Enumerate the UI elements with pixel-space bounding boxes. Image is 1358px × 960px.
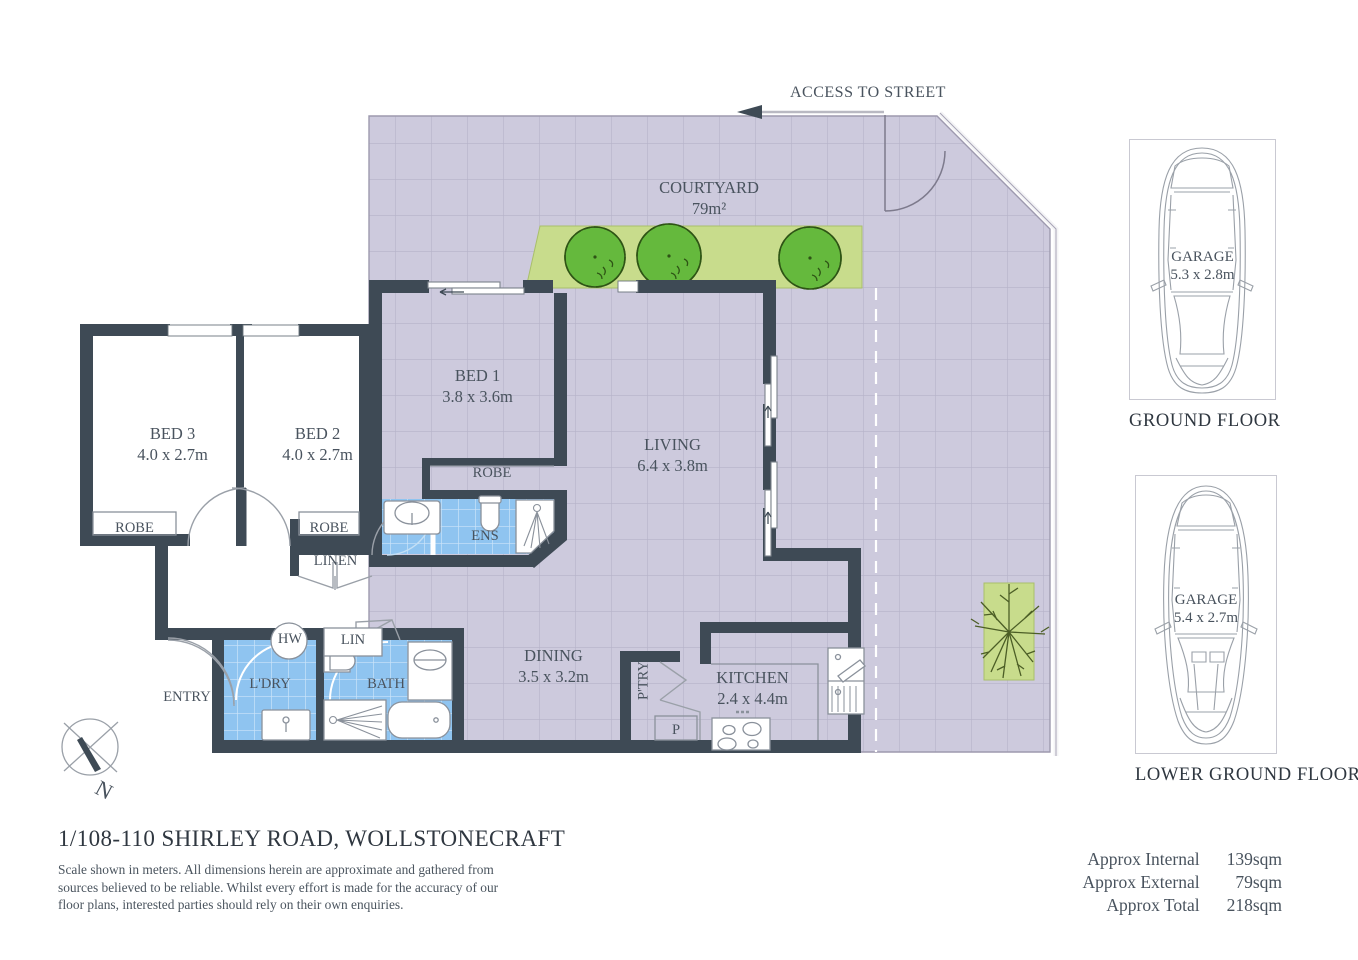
area-summary: Approx Internal 139sqm Approx External 7… (1083, 848, 1283, 917)
living-name: LIVING (644, 435, 701, 454)
room-label-dining: DINING 3.5 x 3.2m (481, 645, 626, 687)
label-robe-bed2: ROBE (309, 520, 349, 536)
ground-floor-frame: GARAGE 5.3 x 2.8m (1129, 139, 1276, 400)
ground-garage-dimensions: 5.3 x 2.8m (1170, 267, 1235, 283)
car-top-view-ground (1150, 147, 1254, 394)
dining-dimensions: 3.5 x 3.2m (518, 667, 589, 686)
room-label-kitchen: KITCHEN 2.4 x 4.4m (680, 667, 825, 709)
lower-ground-floor-frame: GARAGE 5.4 x 2.7m (1135, 475, 1277, 754)
title-block: 1/108-110 SHIRLEY ROAD, WOLLSTONECRAFT S… (58, 826, 678, 914)
courtyard-gate-arc (884, 115, 946, 212)
planter-bed-tree (970, 582, 1050, 681)
label-ldry: L'DRY (249, 676, 291, 692)
room-label-living: LIVING 6.4 x 3.8m (600, 434, 745, 476)
area-label-internal: Approx Internal (1087, 849, 1200, 869)
area-label-total: Approx Total (1106, 895, 1200, 915)
area-value-external: 79sqm (1235, 872, 1282, 892)
bed3-dimensions: 4.0 x 2.7m (137, 445, 208, 464)
room-label-courtyard: COURTYARD 79m² (644, 177, 774, 219)
kitchen-name: KITCHEN (716, 668, 789, 687)
compass-rose (61, 718, 119, 776)
lower-ground-floor-garage-label: GARAGE 5.4 x 2.7m (1136, 591, 1276, 627)
disclaimer-text: Scale shown in meters. All dimensions he… (58, 862, 499, 912)
car-top-view-lower (1154, 485, 1258, 745)
label-access-to-street: ACCESS TO STREET (790, 84, 946, 101)
access-arrow (737, 105, 884, 119)
bed1-name: BED 1 (454, 366, 501, 385)
label-pantry: P'TRY (635, 661, 652, 700)
living-dimensions: 6.4 x 3.8m (637, 456, 708, 475)
bed2-name: BED 2 (294, 424, 341, 443)
label-hw: HW (277, 631, 303, 647)
label-p-cupboard: P (671, 722, 681, 738)
area-row-internal: Approx Internal 139sqm (1083, 848, 1282, 871)
lower-ground-floor-caption: LOWER GROUND FLOOR (1135, 765, 1358, 785)
courtyard-dimensions: 79m² (691, 199, 727, 218)
bed1-dimensions: 3.8 x 3.6m (442, 387, 513, 406)
panel-ground-floor: GARAGE 5.3 x 2.8m GROUND FLOOR (1129, 139, 1281, 432)
bed2-dimensions: 4.0 x 2.7m (282, 445, 353, 464)
label-linen: LINEN (313, 553, 358, 569)
panel-lower-ground-floor: GARAGE 5.4 x 2.7m LOWER GROUND FLOOR (1135, 475, 1358, 786)
room-label-bed1: BED 1 3.8 x 3.6m (405, 365, 550, 407)
lower-garage-dimensions: 5.4 x 2.7m (1173, 610, 1239, 626)
area-value-internal: 139sqm (1226, 849, 1282, 869)
label-lin: LIN (340, 632, 366, 648)
area-row-total: Approx Total 218sqm (1083, 894, 1282, 917)
area-row-external: Approx External 79sqm (1083, 871, 1283, 894)
ground-floor-caption: GROUND FLOOR (1129, 411, 1281, 431)
page-title: 1/108-110 SHIRLEY ROAD, WOLLSTONECRAFT (58, 826, 566, 851)
ground-garage-name: GARAGE (1171, 249, 1234, 265)
label-entry: ENTRY (163, 689, 211, 705)
label-bath: BATH (367, 676, 405, 692)
fixtures (92, 465, 866, 751)
label-robe-bed3: ROBE (115, 520, 154, 536)
kitchen-dimensions: 2.4 x 4.4m (717, 689, 788, 708)
ground-floor-garage-label: GARAGE 5.3 x 2.8m (1130, 248, 1275, 284)
room-label-bed2: BED 2 4.0 x 2.7m (245, 423, 390, 465)
bed3-name: BED 3 (149, 424, 196, 443)
area-label-external: Approx External (1082, 872, 1200, 892)
room-label-bed3: BED 3 4.0 x 2.7m (100, 423, 245, 465)
label-robe-bed1: ROBE (472, 465, 512, 481)
windows (167, 280, 778, 557)
courtyard-name: COURTYARD (659, 178, 759, 197)
area-value-total: 218sqm (1226, 895, 1282, 915)
lower-garage-name: GARAGE (1174, 592, 1238, 608)
label-ens: ENS (471, 528, 499, 544)
dining-name: DINING (524, 646, 583, 665)
